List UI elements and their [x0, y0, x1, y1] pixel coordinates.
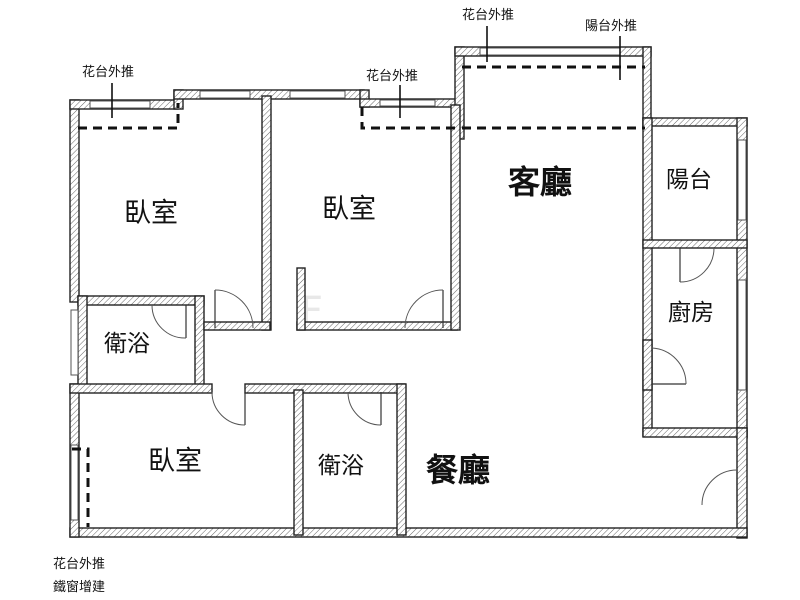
wall-bedroom3-bath2 [293, 389, 304, 536]
note-balcony-extension: 陽台外推 [585, 19, 637, 34]
dashed-planter-bottom [72, 447, 90, 527]
wall-living-right-upper [642, 46, 652, 128]
label-balcony: 陽台 [666, 167, 712, 193]
dashed-planter-left [78, 103, 180, 130]
door-balcony-swing [679, 247, 715, 283]
wall-kitchen-bottom [642, 427, 748, 438]
window-bedroom1 [89, 100, 151, 109]
note-window-addition: 鐵窗增建 [53, 579, 105, 595]
wall-bath1-left [77, 295, 88, 391]
wall-right-lower [736, 427, 748, 539]
note-planter-bottom: 花台外推 [53, 556, 105, 572]
wall-bedroom2-right [450, 104, 461, 331]
note-planter-middle: 花台外推 [366, 68, 418, 84]
label-bedroom-1: 臥室 [124, 198, 178, 229]
label-dining-room: 餐廳 [426, 451, 490, 489]
label-bedroom-3: 臥室 [148, 446, 202, 477]
window-living [479, 47, 621, 56]
wall-bath2-right [396, 383, 407, 536]
wall-bedroom3-top-left [69, 383, 213, 394]
window-kitchen [737, 279, 747, 391]
door-bath1-swing [151, 304, 187, 339]
label-bedroom-2: 臥室 [322, 194, 376, 225]
note-planter-top: 花台外推 [462, 7, 514, 23]
window-bedroom2-right [289, 90, 346, 99]
extension-lines [72, 65, 645, 527]
label-bathroom-1: 衛浴 [104, 331, 150, 357]
door-bedroom1-swing [214, 289, 254, 329]
window-bedroom2-left [199, 90, 251, 99]
note-planter-left: 花台外推 [82, 64, 134, 80]
wall-bath1-top [77, 295, 205, 306]
wall-balcony-bottom [642, 239, 748, 249]
label-bathroom-2: 衛浴 [318, 453, 364, 479]
door-bedroom2-swing [404, 289, 444, 329]
windows [70, 47, 747, 521]
window-planter-middle [379, 99, 436, 107]
door-kitchen-swing [651, 347, 687, 385]
room-labels: 臥室 臥室 客廳 陽台 廚房 衛浴 臥室 衛浴 餐廳 [104, 163, 714, 489]
wall-bedroom2-stub [296, 267, 306, 331]
interior-walls [69, 95, 653, 536]
doors [151, 247, 738, 506]
wall-bottom [69, 527, 748, 538]
wall-bedroom3-top-right [244, 383, 406, 394]
wall-kitchen-door-jamb [642, 339, 653, 391]
wall-bedroom2-bottom [296, 321, 458, 331]
window-bedroom3 [70, 444, 79, 521]
annotations: 花台外推 花台外推 花台外推 陽台外推 花台外推 鐵窗增建 [53, 7, 637, 595]
wall-bedroom1-bedroom2 [261, 95, 272, 331]
wall-bedroom1-bottom [203, 321, 271, 331]
leader-lines [111, 26, 621, 118]
door-entrance-swing [701, 469, 738, 506]
label-living-room: 客廳 [508, 163, 572, 201]
door-bedroom3-swing [211, 391, 246, 426]
wall-left-upper [69, 99, 80, 303]
window-balcony [737, 139, 747, 221]
dashed-planter-middle [360, 107, 455, 130]
door-bath2-swing [347, 391, 382, 426]
wall-bath1-right [194, 295, 205, 391]
label-kitchen: 廚房 [668, 300, 714, 326]
window-bath1 [70, 309, 79, 376]
wall-balcony-top [642, 117, 748, 127]
